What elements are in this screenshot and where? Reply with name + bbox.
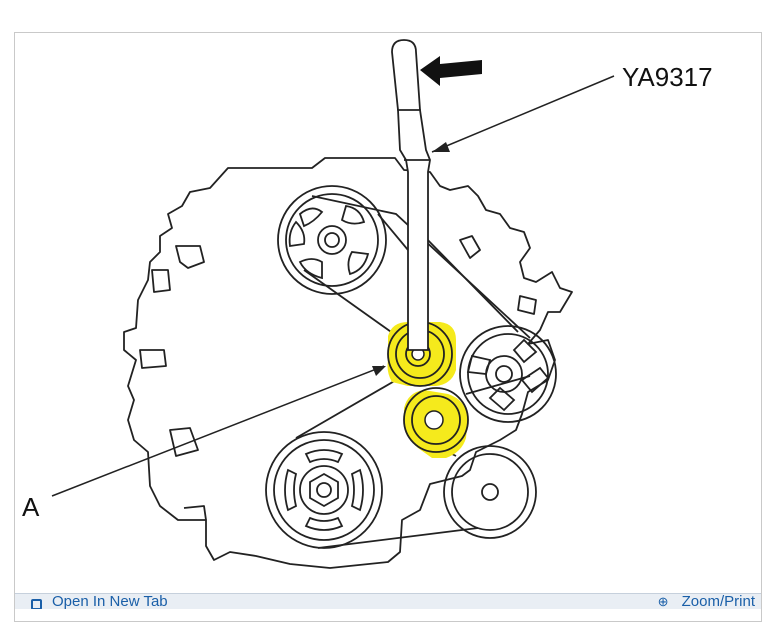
- compressor-pulley: [443, 445, 537, 539]
- zoom-print-link[interactable]: ⊕ Zoom/Print: [657, 593, 755, 609]
- crankshaft-pulley: [265, 431, 383, 549]
- alternator-pulley: [459, 325, 557, 423]
- tool-label: YA9317: [622, 62, 713, 92]
- tensioner-pulley: [387, 321, 456, 387]
- pointer-label-a: A: [22, 492, 40, 522]
- tool-leader-arrowhead: [432, 142, 450, 152]
- open-in-new-tab-link[interactable]: Open In New Tab: [31, 593, 168, 609]
- upper-pulley: [277, 185, 387, 295]
- zoom-icon: ⊕: [657, 594, 669, 609]
- a-leader-arrowhead: [372, 366, 386, 376]
- figure-toolbar: Open In New Tab ⊕ Zoom/Print: [15, 593, 761, 609]
- zoom-print-label: Zoom/Print: [681, 593, 755, 609]
- figure-frame: [14, 32, 762, 622]
- engine-block-outline: [123, 157, 573, 569]
- tool-handle: [391, 39, 431, 351]
- leader-lines: [51, 75, 615, 497]
- open-in-new-tab-label: Open In New Tab: [52, 593, 168, 609]
- idler-pulley: [403, 387, 469, 458]
- push-direction-arrow: [420, 56, 482, 86]
- belt-tensioner-diagram: YA9317 A: [22, 39, 713, 569]
